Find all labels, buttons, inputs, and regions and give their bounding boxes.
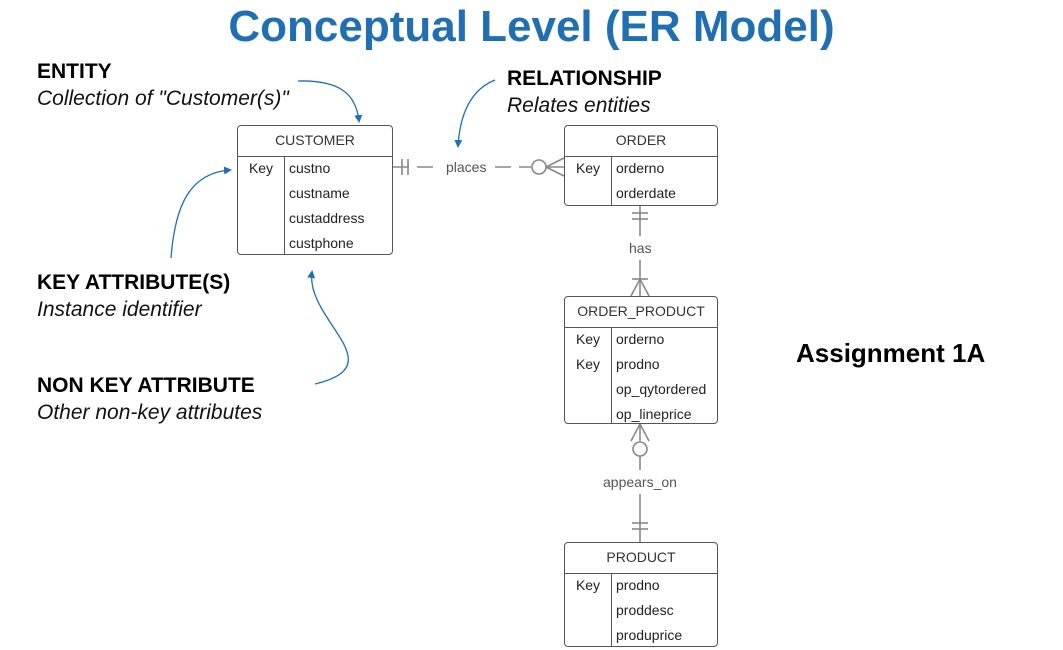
page-title: Conceptual Level (ER Model): [228, 2, 835, 51]
attribute-name: custphone: [289, 235, 354, 251]
entity-customer: CUSTOMER Key custno custname custaddress…: [237, 125, 393, 255]
key-attribute-annotation-desc: Instance identifier: [37, 298, 202, 321]
key-attribute-arrow: [170, 166, 232, 259]
key-marker: [565, 182, 611, 207]
key-marker: [565, 403, 611, 428]
key-marker: [238, 182, 284, 207]
places-connector: [393, 157, 565, 177]
attribute-name: orderdate: [616, 185, 676, 201]
has-connector: [630, 206, 650, 297]
key-marker: Key: [575, 577, 601, 593]
key-marker: [565, 378, 611, 403]
entity-order-product: ORDER_PRODUCT Key Key orderno prodno op_…: [564, 296, 718, 424]
key-marker: Key: [248, 160, 274, 176]
relationship-label-appears-on: appears_on: [601, 474, 679, 490]
entity-title: PRODUCT: [565, 543, 717, 574]
entity-annotation-desc: Collection of "Customer(s)": [37, 87, 289, 110]
key-marker: [238, 232, 284, 257]
attribute-name: proddesc: [616, 602, 674, 618]
attribute-name: op_qytordered: [616, 381, 707, 397]
assignment-label: Assignment 1A: [796, 338, 986, 368]
non-key-attribute-annotation-heading: NON KEY ATTRIBUTE: [37, 374, 255, 397]
key-marker: Key: [575, 160, 601, 176]
key-attribute-annotation-heading: KEY ATTRIBUTE(S): [37, 271, 231, 294]
entity-annotation-heading: ENTITY: [37, 60, 112, 83]
attribute-name: prodno: [616, 356, 660, 372]
key-marker: Key: [575, 331, 601, 347]
attribute-name: orderno: [616, 160, 665, 176]
key-marker: [238, 207, 284, 232]
entity-arrow: [297, 80, 363, 123]
relationship-label-has: has: [627, 240, 654, 256]
entity-title: ORDER: [565, 126, 717, 157]
relationship-arrow: [454, 79, 496, 148]
entity-order: ORDER Key orderno orderdate: [564, 125, 718, 206]
non-key-attribute-annotation-desc: Other non-key attributes: [37, 401, 263, 424]
relationship-annotation-desc: Relates entities: [507, 94, 651, 117]
attribute-name: produprice: [616, 627, 683, 643]
attribute-name: custno: [289, 160, 331, 176]
key-marker: Key: [575, 356, 601, 372]
relationship-annotation-heading: RELATIONSHIP: [507, 67, 662, 90]
non-key-attribute-arrow: [307, 270, 349, 385]
attribute-name: custname: [289, 185, 350, 201]
attribute-name: prodno: [616, 577, 660, 593]
relationship-label-places: places: [444, 159, 489, 175]
key-marker: [565, 599, 611, 624]
entity-product: PRODUCT Key prodno proddesc produprice: [564, 542, 718, 647]
attribute-name: orderno: [616, 331, 665, 347]
attribute-name: custaddress: [289, 210, 365, 226]
key-marker: [565, 624, 611, 649]
entity-title: ORDER_PRODUCT: [565, 297, 717, 328]
appears-on-connector: [630, 423, 650, 542]
entity-title: CUSTOMER: [238, 126, 392, 157]
attribute-name: op_lineprice: [616, 406, 692, 422]
